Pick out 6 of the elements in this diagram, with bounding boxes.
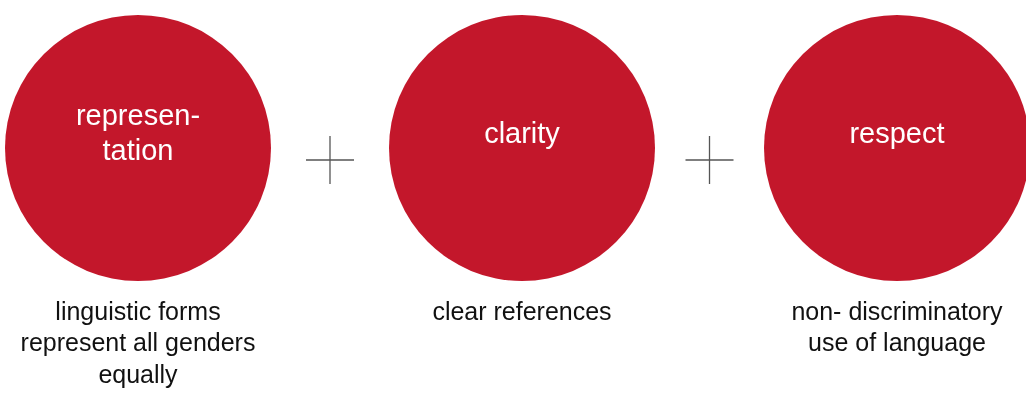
circle-label: represen- tation: [74, 98, 202, 168]
caption-text: clear references: [431, 296, 613, 327]
circle-label: clarity: [483, 115, 561, 151]
caption-text: linguistic forms represent all genders equally: [19, 296, 257, 390]
circle-label: respect: [848, 115, 946, 151]
caption-text: non- discriminatory use of language: [790, 296, 1004, 359]
